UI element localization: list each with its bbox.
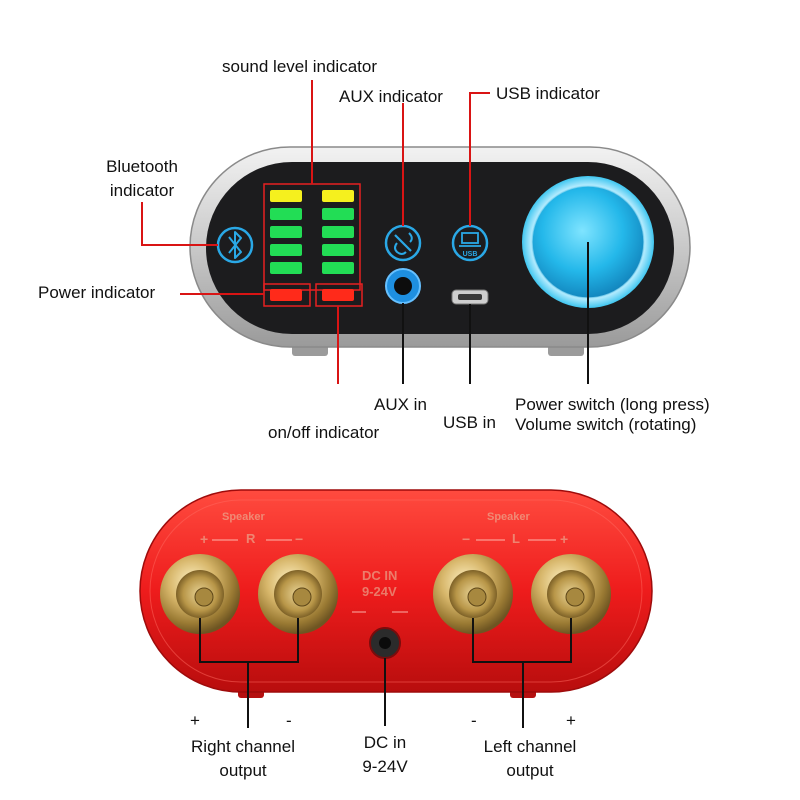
dc-in-label-line1: DC in <box>363 733 407 752</box>
dc-in-label-line2: 9-24V <box>362 757 408 776</box>
left-channel-label-line2: output <box>506 761 554 780</box>
right-plus-label: + <box>190 711 200 730</box>
usb-icon-text: USB <box>463 251 478 258</box>
r-plus-engraving: + <box>200 531 209 547</box>
right-plus-terminal[interactable] <box>160 554 240 634</box>
l-plus-engraving: + <box>560 531 569 547</box>
left-plus-terminal[interactable] <box>531 554 611 634</box>
usb-in-label: USB in <box>443 413 496 432</box>
usb-indicator-label: USB indicator <box>496 84 600 103</box>
dc-in-jack[interactable] <box>369 627 401 659</box>
left-plus-label: + <box>566 711 576 730</box>
l-letter-engraving: L <box>512 531 520 546</box>
r-minus-engraving: − <box>295 531 304 547</box>
speaker-right-engraving: Speaker <box>222 511 265 523</box>
speaker-left-engraving: Speaker <box>487 511 530 523</box>
leader-lines-front <box>141 80 589 384</box>
bluetooth-label-line2: indicator <box>109 181 175 200</box>
power-indicator-label: Power indicator <box>38 283 156 302</box>
engraved-lines <box>212 539 556 613</box>
left-minus-label: - <box>471 711 477 730</box>
dc-voltage-engraving: 9-24V <box>362 584 397 599</box>
bluetooth-label-line1: Bluetooth <box>106 157 178 176</box>
left-minus-terminal[interactable] <box>433 554 513 634</box>
right-channel-label-line2: output <box>219 761 267 780</box>
volume-switch-label: Volume switch (rotating) <box>515 415 697 434</box>
aux-in-label: AUX in <box>374 395 427 414</box>
aux-in-jack[interactable] <box>385 268 421 304</box>
leader-lines-back <box>199 618 572 728</box>
usb-in-port[interactable] <box>451 289 489 305</box>
l-minus-engraving: − <box>462 531 471 547</box>
aux-indicator-label: AUX indicator <box>339 87 443 106</box>
dc-in-engraving: DC IN <box>362 568 398 583</box>
right-minus-terminal[interactable] <box>258 554 338 634</box>
left-channel-label-line1: Left channel <box>483 737 577 756</box>
right-minus-label: - <box>286 711 292 730</box>
r-letter-engraving: R <box>246 531 256 546</box>
right-channel-label-line1: Right channel <box>191 737 295 756</box>
power-switch-label: Power switch (long press) <box>515 395 710 414</box>
back-bezel <box>149 499 643 683</box>
sound-level-label: sound level indicator <box>222 57 377 76</box>
onoff-indicator-label: on/off indicator <box>268 423 380 442</box>
